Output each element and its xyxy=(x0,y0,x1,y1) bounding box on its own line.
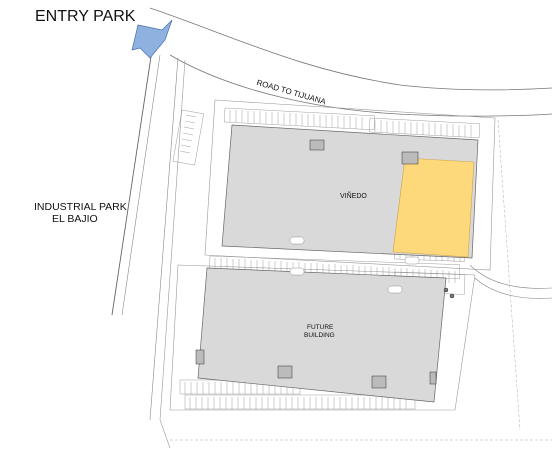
road-edge-inner xyxy=(169,54,552,117)
west-road-line-1 xyxy=(111,49,153,316)
west-road-line-2 xyxy=(121,54,161,316)
industrial-park-label: INDUSTRIAL PARK xyxy=(34,201,127,213)
east-road-curve xyxy=(469,264,552,289)
road-edge-outer xyxy=(149,7,552,91)
vinedo-expansion-area xyxy=(392,157,475,258)
west-edge-1 xyxy=(149,57,179,421)
islands xyxy=(289,236,420,294)
vinedo-label: VIÑEDO xyxy=(340,193,367,200)
future-label: FUTURE xyxy=(307,324,334,331)
dock-symbols xyxy=(195,139,455,389)
entry-park-marker xyxy=(131,19,173,59)
west-edge-2 xyxy=(159,59,186,449)
future-building xyxy=(197,267,447,403)
building-label: BUILDING xyxy=(304,332,335,339)
entry-park-label: ENTRY PARK xyxy=(35,8,136,25)
east-property-line xyxy=(497,119,521,431)
east-road-curve-2 xyxy=(474,277,552,299)
el-bajio-label: EL BAJIO xyxy=(52,213,98,225)
south-lot-boundary xyxy=(169,264,476,411)
north-lot-boundary xyxy=(204,99,496,271)
